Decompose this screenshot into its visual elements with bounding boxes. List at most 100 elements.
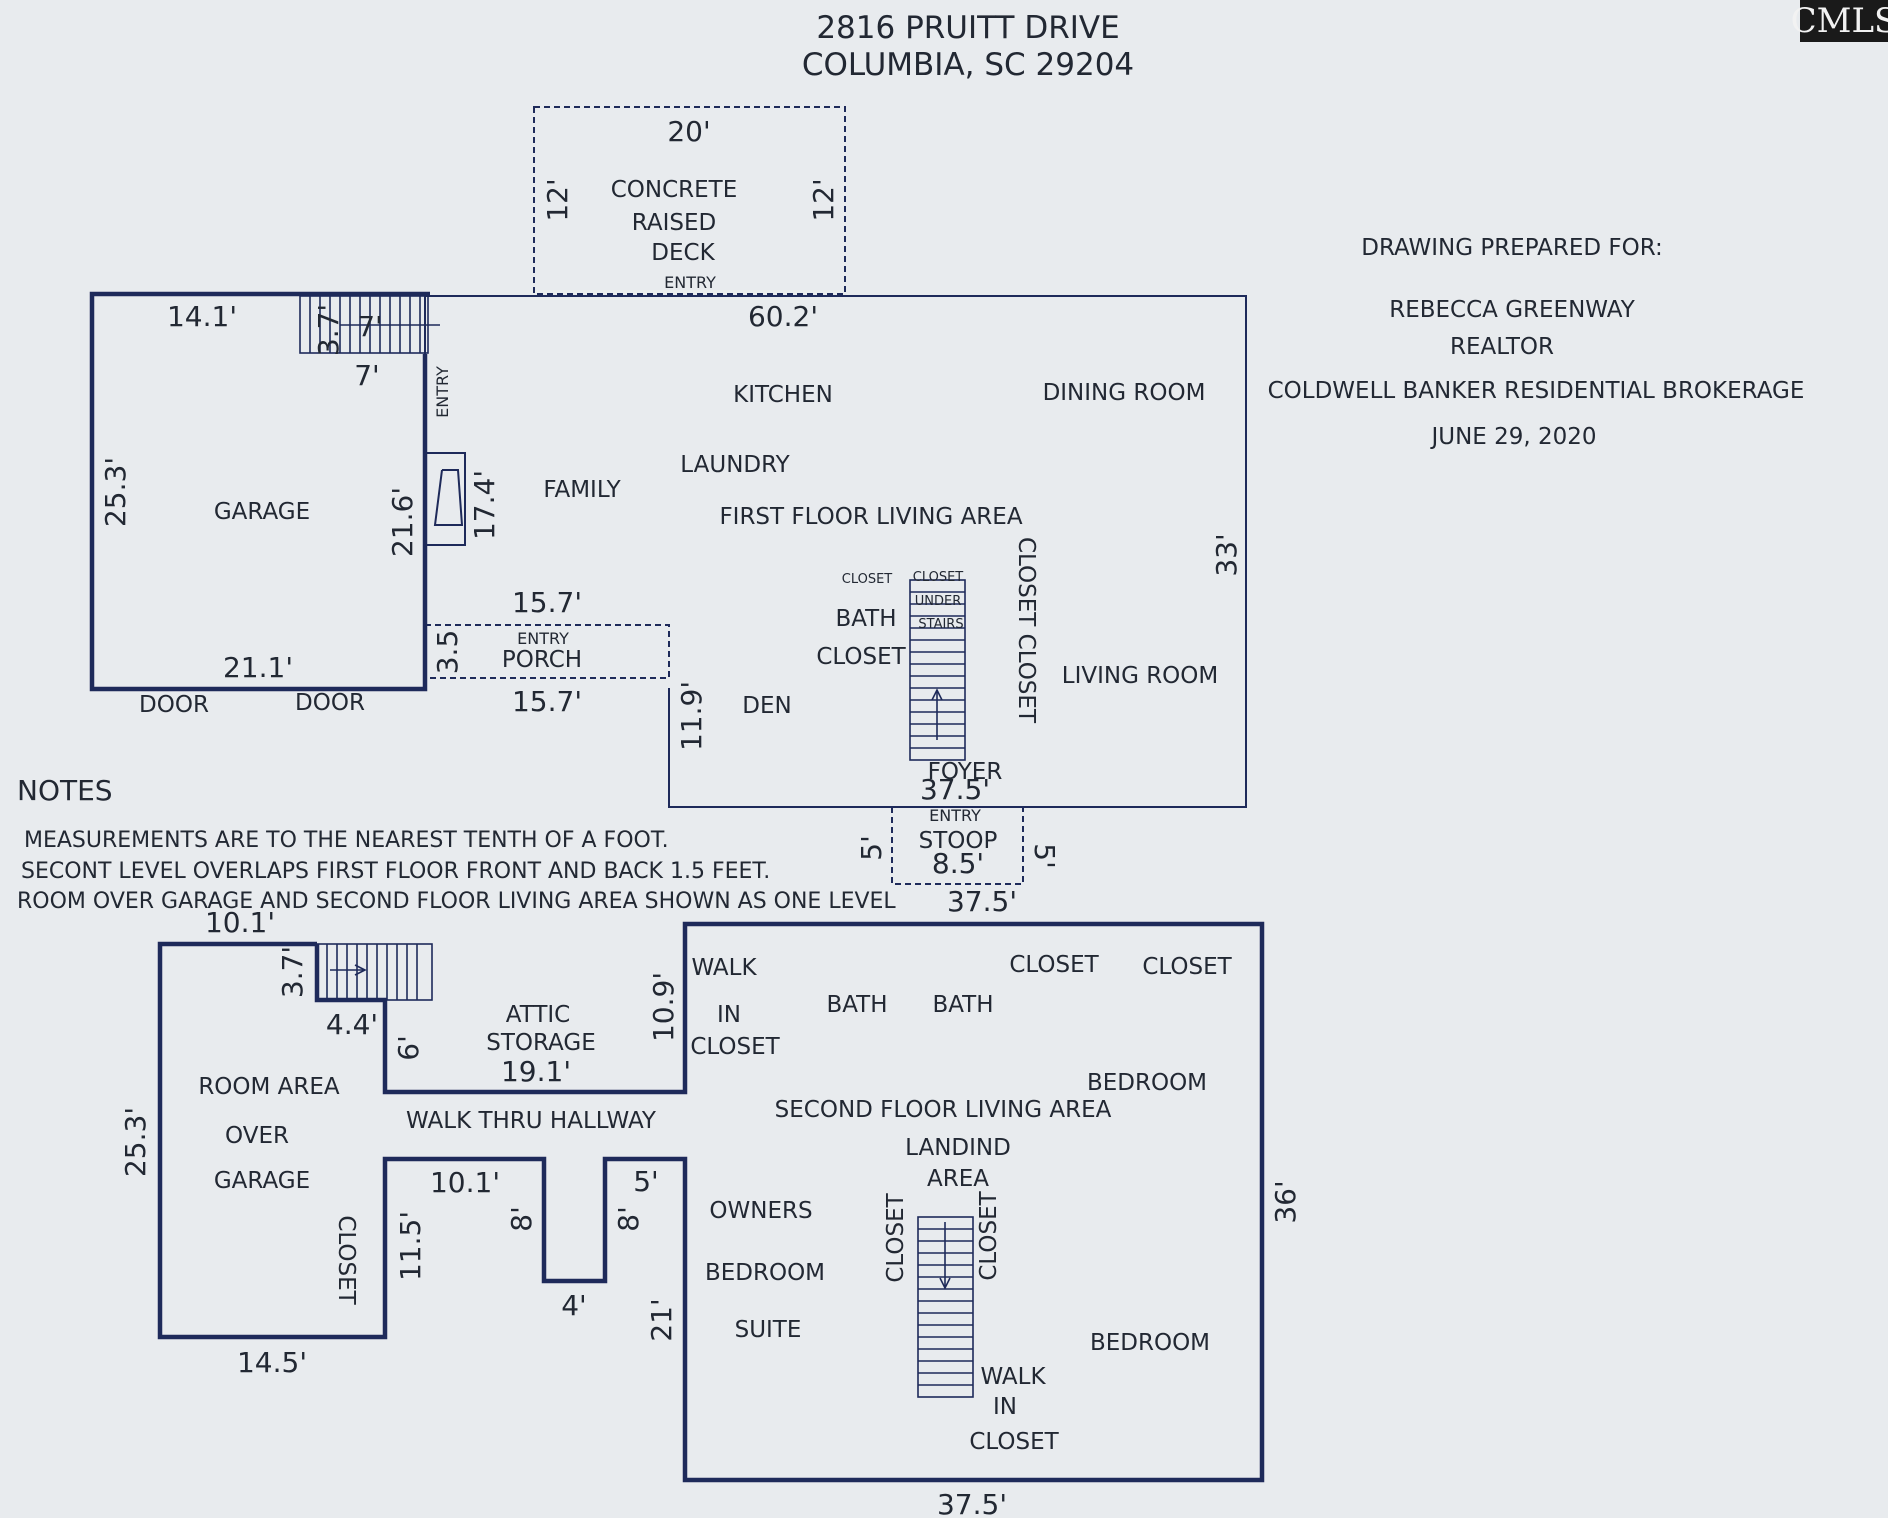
- second-floor-area-label: SECOND FLOOR LIVING AREA: [775, 1097, 1112, 1123]
- owners-label-3: SUITE: [735, 1317, 802, 1343]
- walk-in-1-line-2: IN: [717, 1002, 741, 1028]
- landing-label-2: AREA: [927, 1166, 989, 1192]
- rog-stairs: [316, 943, 433, 1001]
- stoop-label: STOOP: [919, 828, 998, 854]
- notes-line-1: MEASUREMENTS ARE TO THE NEAREST TENTH OF…: [24, 828, 669, 853]
- attic-label-1: ATTIC: [506, 1002, 571, 1028]
- garage-label: GARAGE: [214, 499, 310, 525]
- attic-label-2: STORAGE: [486, 1030, 596, 1056]
- garage-dim-left: 25.3': [99, 457, 132, 527]
- alcove-dim-five: 5': [633, 1165, 659, 1198]
- attic-dim-right: 10.9': [647, 972, 680, 1042]
- garage-stair-dim-l: 7': [357, 310, 383, 343]
- rog-dim-left: 25.3': [119, 1107, 152, 1177]
- family-label: FAMILY: [543, 477, 621, 503]
- main-dim-bottom: 37.5': [920, 773, 990, 806]
- first-floor-main-outline: [425, 295, 1247, 808]
- deck-dim-top: 20': [667, 115, 710, 148]
- fireplace: [424, 452, 466, 546]
- landing-label-1: LANDIND: [905, 1135, 1011, 1161]
- second-main-dim-right: 36': [1269, 1180, 1302, 1223]
- laundry-label: LAUNDRY: [680, 452, 790, 478]
- walk-in-2-line-2: IN: [993, 1394, 1017, 1420]
- owners-label-1: OWNERS: [709, 1198, 812, 1224]
- prepared-for-role: REALTOR: [1450, 334, 1554, 360]
- prepared-for-name: REBECCA GREENWAY: [1389, 297, 1635, 323]
- dining-room-label: DINING ROOM: [1043, 380, 1206, 406]
- garage-stair-dim: 7': [354, 359, 380, 392]
- closet-under-stairs-3: STAIRS: [918, 617, 963, 632]
- garage-dim-top: 14.1': [167, 300, 237, 333]
- mls-logo-text: CMLS: [1791, 1, 1888, 41]
- walk-in-2-line-3: CLOSET: [969, 1429, 1059, 1455]
- second-main-dim-top: 37.5': [947, 885, 1017, 918]
- porch-entry: ENTRY: [517, 629, 569, 648]
- closet-under-stairs-2: UNDER: [915, 594, 962, 609]
- stoop-outline: [891, 807, 1024, 885]
- deck-label-1: CONCRETE: [611, 177, 738, 203]
- walk-in-2-line-1: WALK: [980, 1364, 1046, 1390]
- garage-dim-bottom: 21.1': [223, 651, 293, 684]
- garage-door-1: DOOR: [139, 692, 209, 718]
- alcove-dim-21: 21': [645, 1298, 678, 1341]
- alcove-dim-top: 10.1': [430, 1166, 500, 1199]
- walk-in-1-line-3: CLOSET: [690, 1034, 780, 1060]
- garage-stairs: [299, 295, 440, 354]
- rog-dim-stair: 3.7': [276, 946, 309, 998]
- porch-outline: [425, 624, 670, 679]
- alcove-dim-right8: 8': [612, 1206, 645, 1232]
- rog-dim-bottom: 14.5': [237, 1346, 307, 1379]
- closet-small-label: CLOSET: [842, 572, 893, 587]
- main-stairs: [909, 579, 966, 761]
- stoop-dim-left: 5': [855, 835, 888, 861]
- side-entry-label: ENTRY: [433, 366, 452, 418]
- alcove-dim-four: 4': [561, 1289, 587, 1322]
- rog-label-1: ROOM AREA: [198, 1074, 340, 1100]
- foyer-label: FOYER: [928, 759, 1003, 785]
- mls-logo: CMLS: [1791, 0, 1888, 42]
- rog-dim-six: 6': [392, 1035, 425, 1061]
- second-floor-stairs: [917, 1216, 974, 1398]
- bedroom-1-label: BEDROOM: [1087, 1070, 1207, 1096]
- prepared-for-date: JUNE 29, 2020: [1429, 424, 1596, 450]
- kitchen-label: KITCHEN: [733, 382, 833, 408]
- closet-right-label: CLOSET: [976, 1190, 1002, 1280]
- stoop-dim-right: 5': [1028, 843, 1061, 869]
- closet-2-label: CLOSET: [1142, 954, 1232, 980]
- notes-heading: NOTES: [17, 774, 113, 807]
- bedroom-2-label: BEDROOM: [1090, 1330, 1210, 1356]
- fireplace-dim: 17.4': [468, 470, 501, 540]
- garage-door-2: DOOR: [295, 690, 365, 716]
- hallway-label: WALK THRU HALLWAY: [406, 1108, 657, 1134]
- stoop-dim-w: 8.5': [932, 847, 984, 880]
- garage-dim-right: 21.6': [386, 487, 419, 557]
- address-line-2: COLUMBIA, SC 29204: [802, 47, 1134, 83]
- notes-line-3: ROOM OVER GARAGE AND SECOND FLOOR LIVING…: [17, 889, 896, 914]
- porch-dim-left: 3.5: [431, 630, 464, 675]
- main-dim-top: 60.2': [748, 300, 818, 333]
- porch-label: PORCH: [502, 647, 582, 673]
- alcove-dim-left8: 8': [505, 1206, 538, 1232]
- rog-closet-label: CLOSET: [333, 1215, 359, 1305]
- deck-label-2: RAISED: [632, 210, 716, 236]
- closet-closet-label: CLOSET CLOSET: [1013, 537, 1039, 724]
- living-room-label: LIVING ROOM: [1062, 663, 1219, 689]
- rog-label-3: GARAGE: [214, 1168, 310, 1194]
- main-dim-right: 33': [1210, 533, 1243, 576]
- notes-line-2: SECONT LEVEL OVERLAPS FIRST FLOOR FRONT …: [21, 859, 770, 884]
- porch-dim-bottom: 15.7': [512, 685, 582, 718]
- prepared-for-company: COLDWELL BANKER RESIDENTIAL BROKERAGE: [1268, 378, 1805, 404]
- bath-1-label: BATH: [826, 992, 887, 1018]
- closet-label: CLOSET: [816, 644, 906, 670]
- prepared-for-label: DRAWING PREPARED FOR:: [1361, 235, 1663, 261]
- porch-dim-top: 15.7': [512, 586, 582, 619]
- rog-dim-top: 10.1': [205, 906, 275, 939]
- den-dim: 11.9': [675, 681, 708, 751]
- closet-left-label: CLOSET: [883, 1192, 909, 1282]
- closet-under-stairs-1: CLOSET: [913, 570, 964, 585]
- deck-dim-left: 12': [541, 178, 574, 221]
- deck-entry: ENTRY: [664, 273, 716, 292]
- rog-dim-step: 4.4': [326, 1008, 378, 1041]
- first-floor-area-label: FIRST FLOOR LIVING AREA: [719, 504, 1022, 530]
